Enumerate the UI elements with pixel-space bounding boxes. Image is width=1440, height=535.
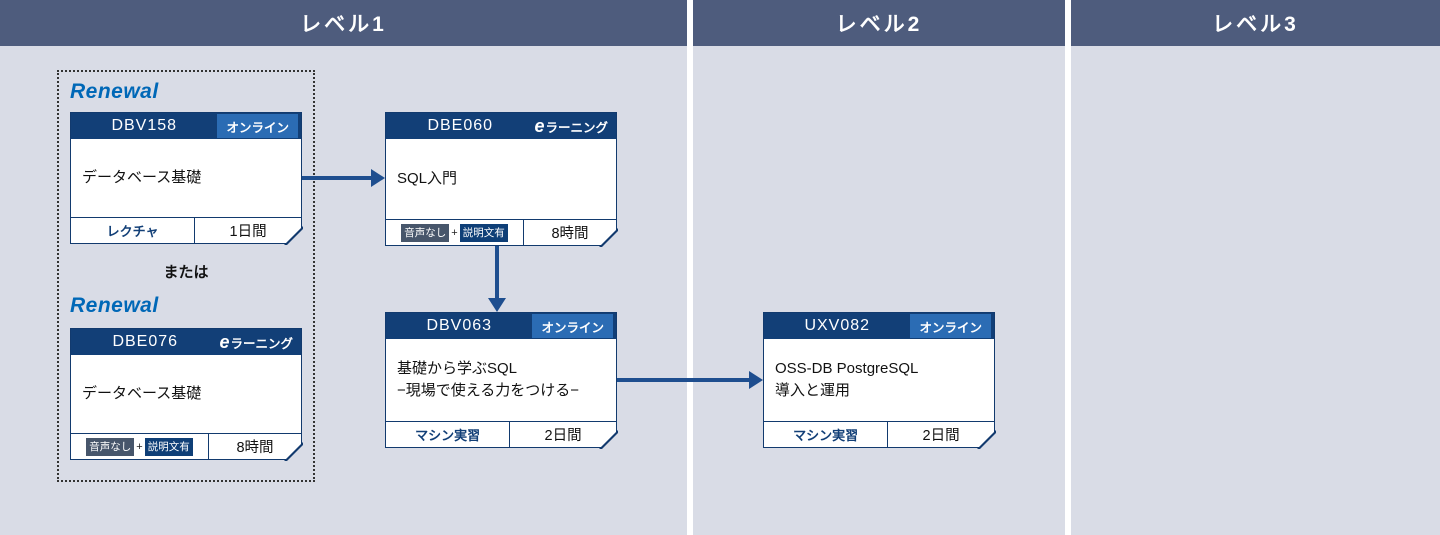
elearning-badge: e ラーニング [534,115,608,136]
course-duration: 2日間 [544,428,582,444]
course-code: DBV158 [111,117,178,134]
course-title: OSS-DB PostgreSQL 導入と運用 [775,360,919,399]
online-badge: オンライン [532,314,613,338]
corner-fold-icon [601,432,618,449]
level-3-body [1071,46,1440,535]
corner-fold-icon [286,444,303,461]
course-format: 音声なし + 説明文有 [386,220,524,245]
course-card-dbe076[interactable]: DBE076 e ラーニング データベース基礎 音声なし + 説明文有 8時間 [70,328,303,461]
course-duration: 1日間 [229,224,267,240]
course-footer: マシン実習 2日間 [764,421,994,447]
course-title: 基礎から学ぶSQL −現場で使える力をつける− [397,360,580,399]
course-format: マシン実習 [386,422,511,447]
course-code: UXV082 [804,317,871,334]
level-2-column: レベル2 [693,0,1065,535]
renewal-label-dbe076: Renewal [70,294,159,317]
has-text-tag: 説明文有 [144,437,193,456]
corner-fold-icon [286,228,303,245]
course-title: SQL入門 [397,170,458,188]
level-2-body [693,46,1065,535]
course-title: データベース基礎 [82,169,202,187]
course-code: DBV063 [426,317,493,334]
tag-join: + [451,226,458,239]
course-code: DBE060 [427,117,494,134]
course-title: データベース基礎 [82,385,202,403]
elearning-e-icon: e [534,115,545,136]
course-card-header: DBV063 オンライン [386,313,616,339]
course-card-dbv158[interactable]: DBV158 オンライン データベース基礎 レクチャ 1日間 [70,112,303,245]
course-footer: 音声なし + 説明文有 8時間 [71,433,301,459]
no-audio-tag: 音声なし [86,437,135,456]
course-footer: レクチャ 1日間 [71,217,301,243]
renewal-label-dbv158: Renewal [70,80,159,103]
arrow-down-icon [488,298,506,312]
elearning-badge: e ラーニング [219,331,293,352]
arrow-dbv158-to-dbe060 [302,176,372,180]
course-card-header: DBE076 e ラーニング [71,329,301,355]
or-label: または [163,264,209,281]
course-code: DBE076 [112,333,179,350]
arrow-right-icon [749,371,763,389]
online-badge: オンライン [910,314,991,338]
course-card-uxv082[interactable]: UXV082 オンライン OSS-DB PostgreSQL 導入と運用 マシン… [763,312,996,449]
corner-fold-icon [601,230,618,247]
level-3-header: レベル3 [1071,0,1440,46]
course-card-header: DBE060 e ラーニング [386,113,616,139]
online-badge: オンライン [217,114,298,138]
course-card-header: DBV158 オンライン [71,113,301,139]
course-format: マシン実習 [764,422,889,447]
course-duration: 2日間 [922,428,960,444]
arrow-dbe060-to-dbv063 [495,246,499,300]
arrow-right-icon [371,169,385,187]
course-duration: 8時間 [236,440,274,456]
elearning-e-icon: e [219,331,230,352]
course-format: レクチャ [71,218,196,243]
course-footer: マシン実習 2日間 [386,421,616,447]
tag-join: + [136,440,143,453]
corner-fold-icon [979,432,996,449]
alternative-group-box [57,70,315,482]
has-text-tag: 説明文有 [459,223,508,242]
course-card-header: UXV082 オンライン [764,313,994,339]
course-duration: 8時間 [551,226,589,242]
course-footer: 音声なし + 説明文有 8時間 [386,219,616,245]
no-audio-tag: 音声なし [401,223,450,242]
course-card-dbe060[interactable]: DBE060 e ラーニング SQL入門 音声なし + 説明文有 8時間 [385,112,618,247]
level-2-header: レベル2 [693,0,1065,46]
course-card-dbv063[interactable]: DBV063 オンライン 基礎から学ぶSQL −現場で使える力をつける− マシン… [385,312,618,449]
course-format: 音声なし + 説明文有 [71,434,209,459]
level-1-header: レベル1 [0,0,687,46]
arrow-dbv063-to-uxv082 [617,378,750,382]
level-3-column: レベル3 [1071,0,1440,535]
